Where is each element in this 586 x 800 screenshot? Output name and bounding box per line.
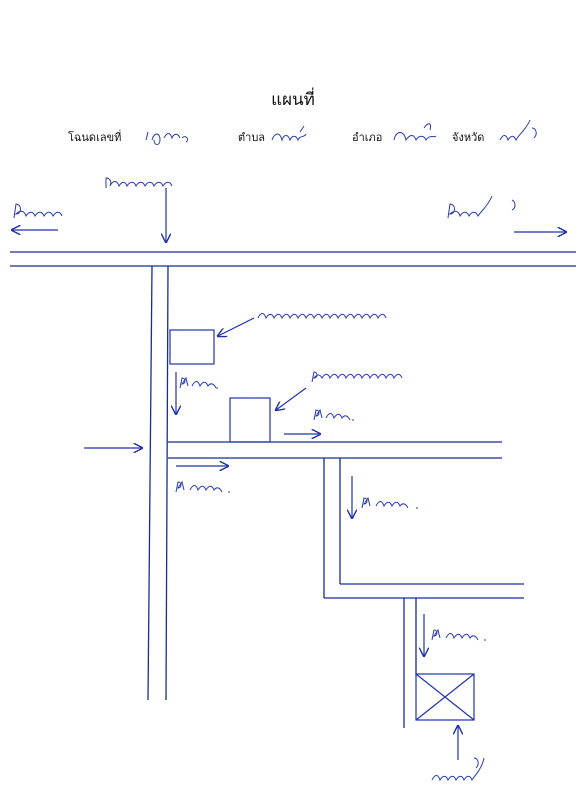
subdistrict-label: ตำบล <box>238 131 266 144</box>
handwritten-deed-number <box>145 131 189 145</box>
handwritten-right-direction <box>447 195 516 219</box>
land-plot-cross-b <box>415 673 475 721</box>
handwritten-shop-label <box>311 371 403 383</box>
page-title: แผนที่ <box>271 90 315 110</box>
handwritten-province <box>499 119 537 142</box>
handwritten-subdistrict <box>271 125 307 142</box>
land-plot <box>415 673 475 721</box>
house-building <box>169 329 215 365</box>
handwritten-distance-50m <box>179 376 218 389</box>
arrow-house <box>218 317 255 336</box>
side-road-right-edge <box>165 265 169 701</box>
handwritten-landmark-top <box>105 177 173 188</box>
side-road-left-edge <box>147 265 153 701</box>
handwritten-distance-right <box>313 408 354 421</box>
province-label: จังหวัด <box>452 131 485 144</box>
arrow-shop <box>276 387 307 410</box>
district-label: อำเภอ <box>352 131 383 144</box>
handwritten-left-direction <box>13 203 63 219</box>
deed-number-label: โฉนดเลขที่ <box>68 131 122 144</box>
handwritten-distance-300m <box>361 496 418 509</box>
handwritten-land-label <box>431 757 485 782</box>
handwritten-district <box>393 123 437 142</box>
handwritten-distance-800m <box>175 480 230 493</box>
handwritten-distance-100m <box>431 628 486 641</box>
shop-building <box>229 397 271 443</box>
handwritten-house-label <box>257 313 387 320</box>
